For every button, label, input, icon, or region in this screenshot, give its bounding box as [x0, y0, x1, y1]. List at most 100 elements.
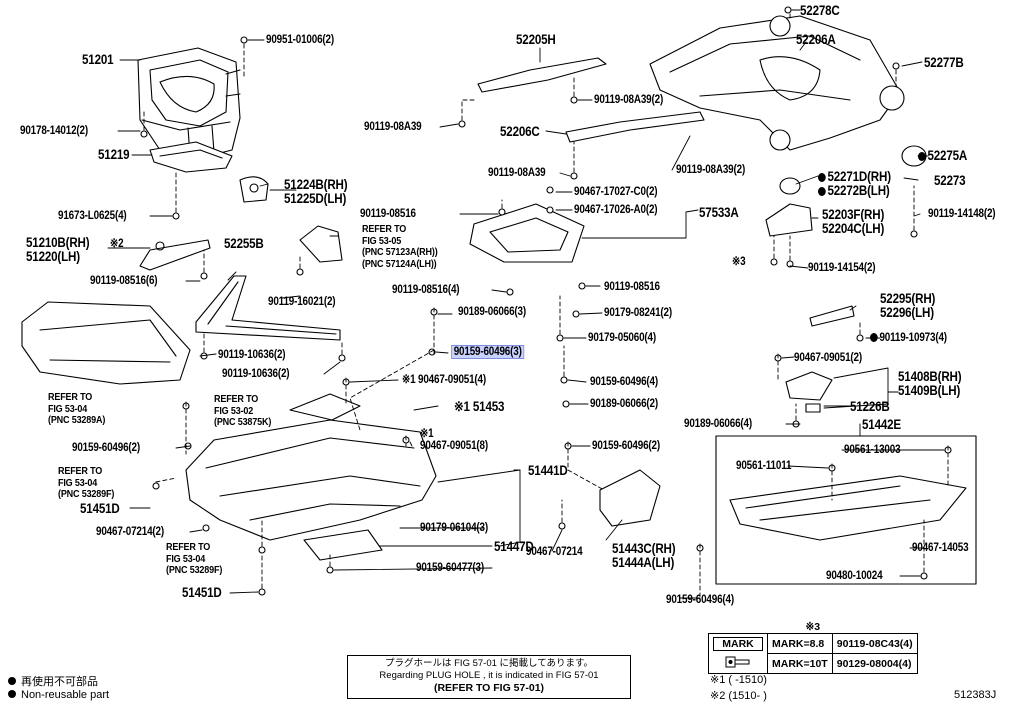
- part-label-line: 90467-17026-A0(2): [574, 204, 658, 216]
- part-label-line: 90119-08A39: [488, 167, 546, 179]
- part-label-9015960477: 90159-60477(3): [416, 562, 484, 574]
- part-label-line: 90467-09051(2): [794, 352, 862, 364]
- part-label-line: 51447D: [494, 539, 534, 554]
- part-label-line: FIG 53-05: [362, 234, 402, 247]
- part-label-line: 51225D(LH): [284, 191, 347, 206]
- part-label-51226b: 51226B: [850, 400, 890, 414]
- part-label-9046709051c: 90467-09051(8): [420, 440, 488, 452]
- part-label-9011908516c: 90119-08516(4): [392, 284, 460, 296]
- part-label-51451db: 51451D: [182, 586, 222, 600]
- part-label-9011908a39a: 90119-08A39(2): [594, 94, 663, 106]
- part-label-line: 90159-60496(2): [72, 442, 140, 454]
- legend-jp: 再使用不可部品: [8, 673, 98, 689]
- part-label-9167310625: 91673-L0625(4): [58, 210, 127, 222]
- part-label-52203f: 52203F(RH)52204C(LH): [822, 208, 884, 236]
- part-label-line: (PNC 53289F): [58, 488, 115, 500]
- front-under-cover-drawing: [21, 301, 191, 385]
- mark-column: MARK: [708, 633, 768, 674]
- part-label-line: 90561-11011: [736, 460, 792, 472]
- bolt-mark-table: ※3 MARK MARK=8.8 90119-08C43(4) MARK=10T…: [708, 621, 918, 674]
- part-label-line: 90951-01006(2): [266, 34, 334, 46]
- brace-52205h-drawing: [477, 57, 607, 93]
- part-label-51453: ※1 51453: [454, 400, 504, 414]
- part-label-line: 90467-09051(8): [420, 440, 488, 452]
- non-reusable-dot-icon: [918, 152, 926, 161]
- part-label-line: 90561-13003: [844, 444, 901, 456]
- part-label-line: REFER TO: [58, 465, 103, 477]
- part-label-line: 90119-08A39(2): [676, 164, 746, 176]
- part-label-9018906066a: 90189-06066(3): [458, 306, 526, 318]
- part-label-line: 51201: [82, 52, 114, 67]
- part-label-52272b: 52272B(LH): [818, 184, 890, 198]
- bracket-51443c-drawing: [599, 469, 661, 527]
- part-label-line: 90119-14154(2): [808, 262, 876, 274]
- part-label-line: 51226B: [850, 399, 890, 414]
- bracket-51219-drawing: [149, 141, 233, 173]
- part-label-line: 57533A: [699, 205, 739, 220]
- part-label-9017905060: 90179-05060(4): [588, 332, 656, 344]
- part-label-line: 90189-06066(4): [684, 418, 752, 430]
- part-label-9011914148: 90119-14148(2): [928, 208, 996, 220]
- part-label-52273: 52273: [934, 174, 966, 188]
- part-label-line: FIG 53-02: [214, 404, 254, 417]
- part-label-line: 52206C: [500, 124, 540, 139]
- part-label-9046707214a: 90467-07214(2): [96, 526, 164, 538]
- part-label-line: (PNC 53289A): [48, 414, 106, 426]
- plate-57533a-drawing: [469, 203, 585, 263]
- part-label-line: 90159-60496(2): [592, 440, 660, 452]
- note-jp: プラグホールは FIG 57-01 に掲載してあります。: [384, 658, 594, 669]
- part-label-52255b: 52255B: [224, 237, 264, 251]
- footnote-x1: ※1 ( -1510): [710, 674, 767, 686]
- mark-header: MARK: [713, 637, 763, 651]
- note-ref: (REFER TO FIG 57-01): [433, 682, 545, 694]
- part-label-line: 90189-06066(3): [458, 306, 526, 318]
- part-label-52206c: 52206C: [500, 125, 540, 139]
- non-reusable-dot-icon: [818, 173, 826, 182]
- plate-51447d-drawing: [303, 529, 383, 561]
- part-label-9046717026: 90467-17026-A0(2): [574, 204, 658, 216]
- mark-part-1: 90119-08C43(4): [831, 633, 918, 654]
- part-label-line: 90467-07214: [526, 546, 583, 558]
- part-label-line: 90119-08516(4): [392, 284, 460, 296]
- part-label-9015960496d: 90159-60496(4): [666, 594, 734, 606]
- part-label-x2a: ※2: [110, 238, 124, 250]
- part-label-line: 90159-60477(3): [416, 562, 484, 574]
- part-label-line: 51451D: [182, 585, 222, 600]
- part-label-line: 90178-14012(2): [20, 125, 88, 137]
- part-label-line: 52205H: [516, 32, 556, 47]
- part-label-9056111011: 90561-11011: [736, 460, 791, 472]
- rear-under-cover-drawing: [729, 475, 967, 541]
- part-label-line: 90119-10973(4): [870, 332, 947, 344]
- part-label-9011908516b: 90119-08516(6): [90, 275, 158, 287]
- part-label-line: ※1: [420, 428, 434, 440]
- legend-en-text: Non-reusable part: [21, 689, 110, 701]
- part-label-52295: 52295(RH)52296(LH): [880, 292, 935, 320]
- part-label-line: 51443C(RH): [612, 541, 676, 556]
- part-label-51442e: 51442E: [862, 418, 901, 432]
- part-label-line: 52204C(LH): [822, 221, 885, 236]
- part-label-51224b: 51224B(RH)51225D(LH): [284, 178, 348, 206]
- part-label-line: 90119-10636(2): [222, 368, 290, 380]
- part-label-line: 51409B(LH): [898, 383, 961, 398]
- part-label-line: 90119-08A39(2): [594, 94, 664, 106]
- part-label-9015960496a: 90159-60496(4): [590, 376, 658, 388]
- part-label-line: REFER TO: [214, 393, 259, 405]
- part-label-9011908a39c: 90119-08A39: [488, 167, 546, 179]
- part-label-51447d: 51447D: [494, 540, 534, 554]
- part-label-9017814012: 90178-14012(2): [20, 125, 88, 137]
- brace-51210b-drawing: [139, 239, 211, 271]
- part-label-line: 51408B(RH): [898, 369, 962, 384]
- rear-crossmember-drawing: [649, 15, 905, 151]
- part-label-9011908516a: 90119-08516: [360, 208, 416, 220]
- brace-52206c-drawing: [565, 111, 705, 143]
- part-label-line: REFER TO: [48, 391, 93, 403]
- part-label-9017908241: 90179-08241(2): [604, 307, 672, 319]
- part-label-line: FIG 53-04: [58, 476, 98, 489]
- part-label-line: FIG 53-04: [48, 402, 88, 415]
- part-label-line: (PNC 57124A(LH)): [362, 257, 437, 270]
- mount-51224b-drawing: [239, 176, 269, 203]
- part-label-line: 51219: [98, 147, 130, 162]
